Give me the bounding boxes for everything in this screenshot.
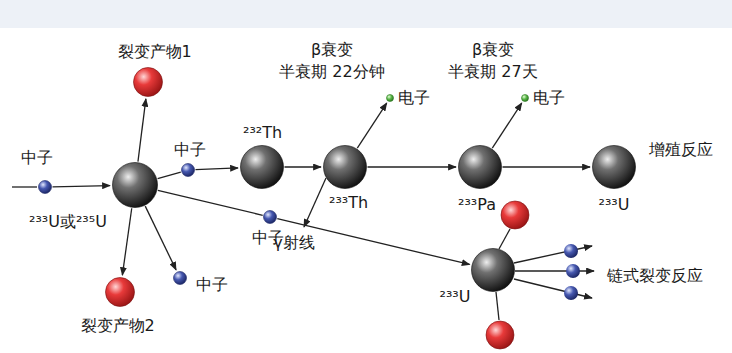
node-label: ²³²Th — [243, 124, 283, 142]
ball-shape — [182, 164, 195, 177]
node-label: ²³³U — [440, 288, 471, 306]
fission-product-ball — [486, 321, 514, 349]
neutron-arrow — [515, 270, 594, 271]
connector-arrow — [492, 103, 521, 148]
node-label: 裂变产物2 — [81, 317, 156, 335]
neutron-ball: 中子 — [263, 210, 277, 224]
annotation-label: 链式裂变反应 — [607, 267, 703, 285]
neutron-ball — [564, 286, 578, 300]
gamma-arrow — [304, 178, 326, 227]
top-band — [0, 0, 732, 28]
annotation-label: β衰变 — [311, 41, 353, 59]
connector-arrow — [122, 208, 131, 275]
connector-arrow — [357, 103, 386, 148]
connector-arrow — [195, 168, 238, 170]
electron-dot: 电子 — [521, 94, 529, 102]
ball-shape — [459, 146, 502, 189]
annotation-label: β衰变 — [472, 41, 514, 59]
ball-shape — [387, 95, 394, 102]
node-label: 中子 — [174, 141, 206, 159]
node-label: ²³³Pa — [458, 196, 496, 214]
ball-outline — [323, 145, 367, 189]
node-label: 中子 — [21, 149, 53, 167]
nucleus-ball: ²³³Pa — [458, 145, 502, 189]
nucleus-ball: ²³³U或²³⁵U — [112, 162, 158, 208]
neutron-ball: 中子 — [181, 163, 195, 177]
electron-dot: 电子 — [386, 94, 394, 102]
ball-outline — [458, 145, 502, 189]
connector-arrow — [285, 166, 322, 167]
connector-arrow — [52, 186, 110, 187]
ball-shape — [472, 249, 515, 292]
ball-shape — [174, 272, 187, 285]
ball-shape — [134, 68, 163, 97]
node-label: ²³³Th — [329, 194, 369, 212]
nucleus-ball: ²³³Th — [323, 145, 367, 189]
fission-product-ball — [501, 201, 529, 229]
connector-arrow — [158, 172, 181, 179]
ball-outline — [263, 210, 277, 224]
ball-outline — [471, 248, 515, 292]
ball-outline — [133, 67, 163, 97]
fission-line — [499, 229, 510, 249]
fission-product-ball: 裂变产物1 — [133, 67, 163, 97]
ball-shape — [39, 181, 52, 194]
fission-product-ball: 裂变产物2 — [105, 277, 135, 307]
connector-arrow — [138, 99, 146, 162]
ball-shape — [522, 95, 529, 102]
nucleus-ball: ²³³U — [471, 248, 515, 292]
ball-outline — [521, 94, 529, 102]
ball-shape — [113, 163, 158, 208]
ball-outline — [173, 271, 187, 285]
neutron-ball: 中子 — [173, 271, 187, 285]
node-label: ²³³U或²³⁵U — [29, 213, 107, 231]
ball-shape — [593, 146, 636, 189]
neutron-ball — [566, 264, 580, 278]
connector-arrow — [145, 206, 176, 270]
ball-outline — [105, 277, 135, 307]
ball-outline — [386, 94, 394, 102]
neutron-ball — [564, 244, 578, 258]
fission-line — [496, 292, 499, 320]
node-label: ²³³U — [599, 196, 630, 214]
connector-arrow — [368, 166, 457, 167]
neutron-arrow — [514, 246, 592, 263]
neutron-arrow — [514, 279, 592, 298]
node-label: 电子 — [398, 89, 430, 107]
ball-outline — [38, 180, 52, 194]
incoming-line — [12, 186, 37, 187]
neutron-ball: 中子 — [38, 180, 52, 194]
node-label: 裂变产物1 — [118, 43, 193, 61]
annotation-label: 半衰期 27天 — [448, 63, 537, 81]
connector-arrow — [158, 190, 263, 215]
nucleus-ball: ²³³U — [592, 145, 636, 189]
ball-outline — [112, 162, 158, 208]
nucleus-ball: ²³²Th — [240, 145, 284, 189]
annotation-label: γ射线 — [273, 234, 314, 252]
ball-outline — [240, 145, 284, 189]
node-label: 中子 — [196, 276, 228, 294]
connector-arrow — [503, 166, 591, 167]
ball-outline — [181, 163, 195, 177]
annotation-label: 增殖反应 — [649, 141, 713, 159]
ball-shape — [264, 211, 277, 224]
ball-shape — [106, 278, 135, 307]
ball-shape — [241, 146, 284, 189]
ball-shape — [324, 146, 367, 189]
ball-outline — [592, 145, 636, 189]
annotation-label: 半衰期 22分钟 — [279, 63, 384, 81]
node-label: 电子 — [533, 89, 565, 107]
